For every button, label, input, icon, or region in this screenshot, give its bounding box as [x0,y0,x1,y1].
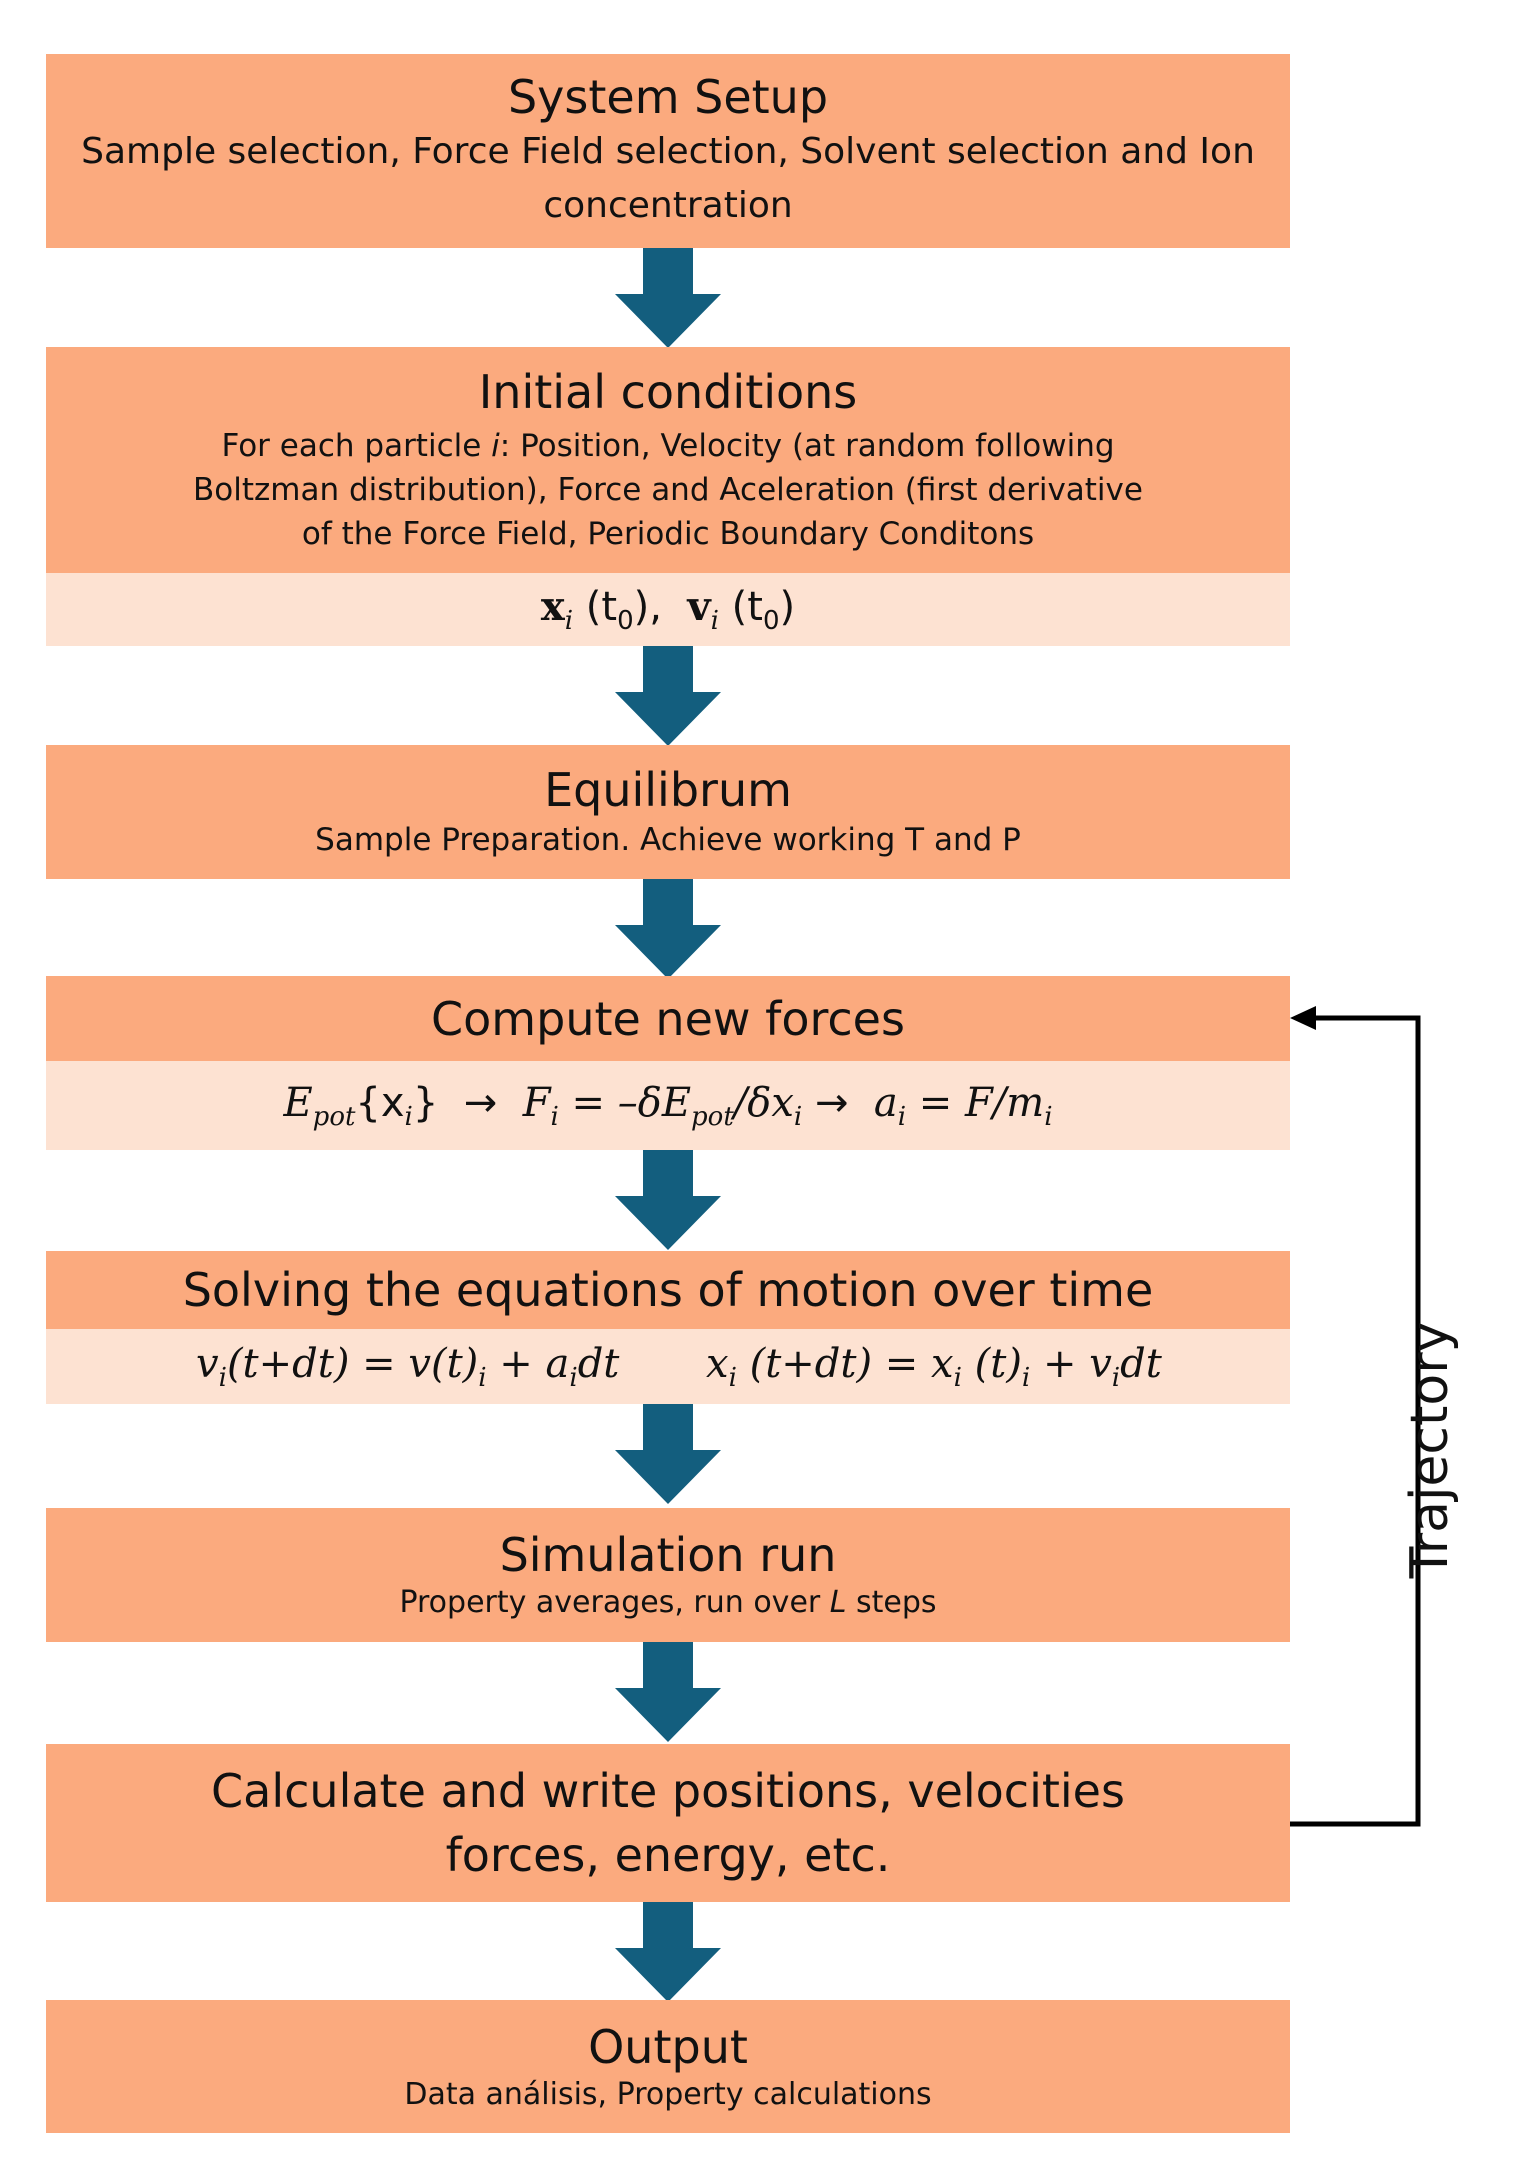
motion-band: vi(t+dt) = v(t)i + aidt xi (t+dt) = xi (… [46,1329,1290,1404]
step-desc-line: Sample selection, Force Field selection,… [81,131,1255,172]
step-system-setup: System Setup Sample selection, Force Fie… [46,54,1290,248]
forces-formula: Epot{xi} → Fi = –δEpot/δxi → ai = F/mi [283,1079,1053,1132]
step-simulation-run: Simulation run Property averages, run ov… [46,1508,1290,1642]
position-update-formula: xi (t+dt) = xi (t)i + vidt [706,1341,1162,1393]
step-initial-conditions: Initial conditions For each particle i: … [46,347,1290,573]
step-desc: Data análisis, Property calculations [404,2076,932,2112]
step-title: Simulation run [499,1528,837,1582]
down-arrow-icon [613,248,723,348]
step-title-line: Calculate and write positions, velocitie… [211,1764,1125,1818]
step-title: Compute new forces [431,991,905,1046]
down-arrow-icon [613,1902,723,2002]
initial-values-band: xi (t0), vi (t0) [46,573,1290,646]
down-arrow-icon [613,1150,723,1250]
down-arrow-icon [613,1642,723,1742]
step-title-line: forces, energy, etc. [445,1828,891,1882]
step-compute-forces: Compute new forces [46,976,1290,1061]
step-solve-equations: Solving the equations of motion over tim… [46,1251,1290,1329]
step-calculate-write: Calculate and write positions, velocitie… [46,1744,1290,1902]
initial-values-formula: xi (t0), vi (t0) [540,583,796,636]
step-desc: Sample Preparation. Achieve working T an… [315,822,1021,858]
step-title: Output [588,2019,748,2074]
trajectory-label: Trajectory [1400,1321,1460,1579]
step-title: Solving the equations of motion over tim… [182,1263,1154,1317]
down-arrow-icon [613,879,723,979]
step-equilibrum: Equilibrum Sample Preparation. Achieve w… [46,745,1290,879]
forces-band: Epot{xi} → Fi = –δEpot/δxi → ai = F/mi [46,1061,1290,1150]
step-desc-line: concentration [543,185,793,226]
step-title: System Setup [507,70,829,124]
step-output: Output Data análisis, Property calculati… [46,2000,1290,2133]
step-desc-line: Boltzman distribution), Force and Aceler… [193,472,1143,508]
down-arrow-icon [613,1404,723,1504]
down-arrow-icon [613,646,723,746]
step-desc-line: of the Force Field, Periodic Boundary Co… [301,516,1035,552]
velocity-update-formula: vi(t+dt) = v(t)i + aidt [196,1341,620,1393]
step-desc: Property averages, run over L steps [399,1585,937,1620]
step-title: Equilibrum [544,763,792,817]
step-title: Initial conditions [478,365,858,419]
step-desc-line: For each particle i: Position, Velocity … [221,428,1115,464]
